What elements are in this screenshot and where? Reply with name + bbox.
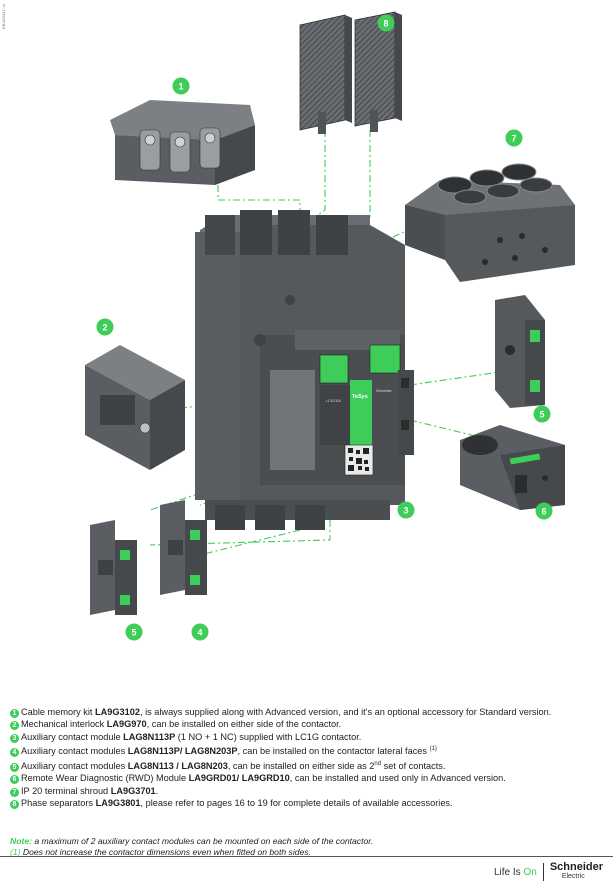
number-badge: 2 xyxy=(10,721,19,731)
rwd-module xyxy=(460,425,565,510)
svg-text:2: 2 xyxy=(102,323,107,333)
exploded-accessories-diagram: TeSys LC1G115 Schneider xyxy=(85,11,575,641)
mechanical-interlock xyxy=(85,345,185,470)
callout-5-left: 5 xyxy=(125,623,143,641)
callout-6: 6 xyxy=(535,502,553,520)
number-badge: 3 xyxy=(10,733,19,743)
note-line: Note: a maximum of 2 auxiliary contact m… xyxy=(10,836,374,846)
svg-text:1: 1 xyxy=(178,82,183,92)
tagline: Life Is On xyxy=(494,866,537,878)
terminal-shroud xyxy=(405,163,575,282)
callout-8: 8 xyxy=(377,14,395,32)
callout-3: 3 xyxy=(397,501,415,519)
schneider-logo: Schneider Electric xyxy=(549,861,603,881)
number-badge: 4 xyxy=(10,748,19,758)
model-label: LC1G115 xyxy=(326,399,341,403)
callout-badges: 1 8 7 2 5 3 6 5 4 xyxy=(96,14,553,641)
svg-text:6: 6 xyxy=(541,507,546,517)
tesys-label: TeSys xyxy=(352,394,368,400)
svg-text:7: 7 xyxy=(511,134,516,144)
callout-1: 1 xyxy=(172,77,190,95)
svg-text:5: 5 xyxy=(539,410,544,420)
footnote-line: (1) Does not increase the contactor dime… xyxy=(10,847,311,857)
svg-text:4: 4 xyxy=(197,628,202,638)
callout-7: 7 xyxy=(505,129,523,147)
svg-text:3: 3 xyxy=(403,506,408,516)
number-badge: 6 xyxy=(10,775,19,785)
footer-divider xyxy=(0,856,613,857)
contactor-body: TeSys LC1G115 Schneider xyxy=(195,210,405,530)
number-badge: 8 xyxy=(10,799,19,809)
aux-contact-module-left-inner xyxy=(160,500,207,595)
svg-text:8: 8 xyxy=(383,19,388,29)
aux-contact-module-left-outer xyxy=(90,520,137,615)
phase-separators xyxy=(299,11,402,134)
cable-memory-kit xyxy=(110,100,255,185)
footnotes: Note: a maximum of 2 auxiliary contact m… xyxy=(10,836,373,858)
callout-5-right: 5 xyxy=(533,405,551,423)
aux-contact-module-front xyxy=(398,370,414,455)
svg-text:5: 5 xyxy=(131,628,136,638)
number-badge: 1 xyxy=(10,709,19,718)
callout-4: 4 xyxy=(191,623,209,641)
footer: Life Is On Schneider Electric xyxy=(494,862,603,882)
brand-divider xyxy=(542,863,544,881)
aux-contact-module-right xyxy=(495,295,545,408)
number-badge: 5 xyxy=(10,762,19,772)
brand-label-small: Schneider xyxy=(376,389,393,393)
callout-2: 2 xyxy=(96,318,114,336)
number-badge: 7 xyxy=(10,787,19,797)
